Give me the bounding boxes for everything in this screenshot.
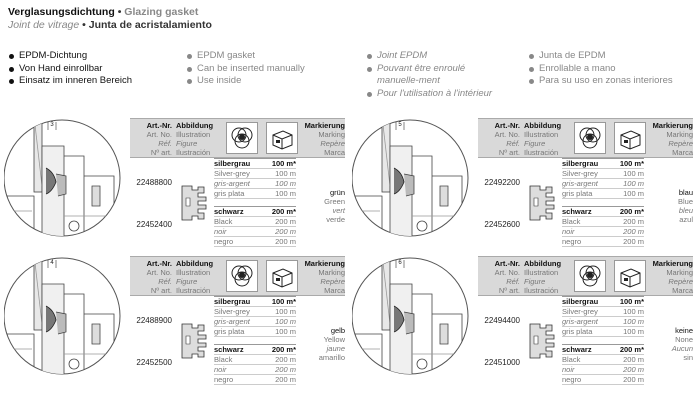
article-number-black: 22452500 [136, 358, 172, 367]
color-circles-icon [574, 122, 606, 154]
feature-item: Pouvant être enroulé manuelle-ment [366, 63, 497, 88]
header-marking: Markierung Marking Repère Marca [304, 259, 345, 295]
feature-item: Joint EPDM [366, 50, 497, 63]
feature-item: Von Hand einrollbar [8, 63, 132, 76]
feature-item: Junta de EPDM [528, 50, 673, 63]
title-es: Junta de acristalamiento [88, 19, 212, 31]
dimension-label: 4 [50, 260, 54, 266]
article-number-black: 22451000 [484, 358, 520, 367]
article-number-black: 22452600 [484, 220, 520, 229]
gasket-profile-icon [181, 323, 207, 359]
box-icon [266, 260, 298, 292]
feature-item: Use inside [186, 75, 305, 88]
feature-item: Para su uso en zonas interiores [528, 75, 673, 88]
header-illustration: Abbildung Illustration Figure Ilustració… [176, 121, 214, 157]
header-illustration: Abbildung Illustration Figure Ilustració… [176, 259, 214, 295]
title-en: Glazing gasket [124, 6, 199, 18]
color-circles-icon [226, 260, 258, 292]
spec-table: Art.-Nr. Art. No. Réf. Nº art. Abbildung… [130, 118, 345, 258]
dimension-label: 6 [398, 260, 402, 266]
feature-item: EPDM-Dichtung [8, 50, 132, 63]
header-illustration: Abbildung Illustration Figure Ilustració… [524, 259, 562, 295]
article-number-silver: 22488900 [136, 316, 172, 325]
section-drawing: 4 [4, 257, 121, 375]
header-marking: Markierung Marking Repère Marca [652, 259, 693, 295]
gasket-profile-icon [529, 185, 555, 221]
spec-table: Art.-Nr. Art. No. Réf. Nº art. Abbildung… [130, 256, 345, 396]
box-icon [614, 122, 646, 154]
section-drawing: 3 [4, 119, 121, 237]
table-header: Art.-Nr. Art. No. Réf. Nº art. Abbildung… [130, 118, 345, 158]
feature-item: EPDM gasket [186, 50, 305, 63]
box-icon [614, 260, 646, 292]
feature-item: Einsatz im inneren Bereich [8, 75, 132, 88]
gasket-profile-icon [181, 185, 207, 221]
features-de: EPDM-Dichtung Von Hand einrollbar Einsat… [8, 50, 132, 88]
feature-item: Enrollable a mano [528, 63, 673, 76]
header-marking: Markierung Marking Repère Marca [652, 121, 693, 157]
product-block: 6 Art.-Nr. Art. No. Réf. Nº art. Abbildu… [352, 254, 693, 396]
table-header: Art.-Nr. Art. No. Réf. Nº art. Abbildung… [130, 256, 345, 296]
header-illustration: Abbildung Illustration Figure Ilustració… [524, 121, 562, 157]
features-fr: Joint EPDM Pouvant être enroulé manuelle… [366, 50, 497, 100]
article-number-silver: 22488800 [136, 178, 172, 187]
color-circles-icon [574, 260, 606, 292]
article-number-silver: 22494400 [484, 316, 520, 325]
feature-item: Pour l'utilisation à l'intérieur [366, 88, 497, 101]
product-block: 4 Art.-Nr. Art. No. Réf. Nº art. Abbildu… [4, 254, 345, 396]
article-number-silver: 22492200 [484, 178, 520, 187]
marking-color: gelb Yellow jaune amarillo [318, 326, 345, 362]
page-header: Verglasungsdichtung • Glazing gasket Joi… [8, 6, 212, 31]
header-marking: Markierung Marking Repère Marca [304, 121, 345, 157]
features-en: EPDM gasket Can be inserted manually Use… [186, 50, 305, 88]
marking-color: keine None Aucun sin [671, 326, 693, 362]
header-art-no: Art.-Nr. Art. No. Réf. Nº art. [494, 121, 520, 157]
section-drawing: 6 [352, 257, 469, 375]
table-header: Art.-Nr. Art. No. Réf. Nº art. Abbildung… [478, 118, 693, 158]
marking-color: blau Blue bleu azul [677, 188, 693, 224]
box-icon [266, 122, 298, 154]
section-drawing: 5 [352, 119, 469, 237]
header-art-no: Art.-Nr. Art. No. Réf. Nº art. [146, 259, 172, 295]
spec-table: Art.-Nr. Art. No. Réf. Nº art. Abbildung… [478, 118, 693, 258]
product-block: 5 Art.-Nr. Art. No. Réf. Nº art. Abbildu… [352, 116, 693, 258]
title-fr: Joint de vitrage [8, 19, 80, 31]
features-es: Junta de EPDM Enrollable a mano Para su … [528, 50, 673, 88]
table-header: Art.-Nr. Art. No. Réf. Nº art. Abbildung… [478, 256, 693, 296]
article-number-black: 22452400 [136, 220, 172, 229]
dimension-label: 5 [398, 122, 402, 128]
marking-color: grün Green vert verde [324, 188, 345, 224]
dimension-label: 3 [50, 122, 54, 128]
title-de: Verglasungsdichtung [8, 6, 115, 18]
header-art-no: Art.-Nr. Art. No. Réf. Nº art. [494, 259, 520, 295]
color-circles-icon [226, 122, 258, 154]
spec-table: Art.-Nr. Art. No. Réf. Nº art. Abbildung… [478, 256, 693, 396]
header-art-no: Art.-Nr. Art. No. Réf. Nº art. [146, 121, 172, 157]
product-block: 3 Art.-Nr. Art. No. Réf. Nº art. Abbildu… [4, 116, 345, 258]
gasket-profile-icon [529, 323, 555, 359]
feature-item: Can be inserted manually [186, 63, 305, 76]
